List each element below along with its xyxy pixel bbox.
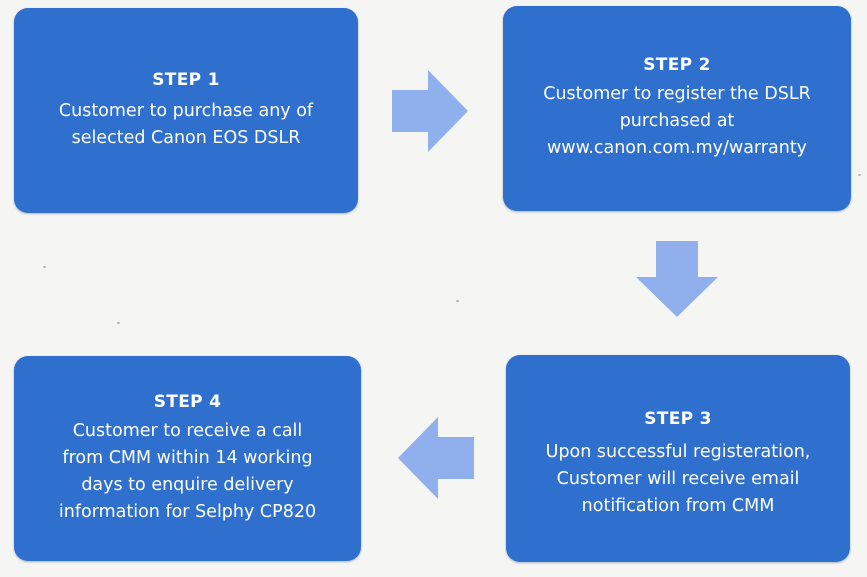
- paper-speck: [858, 174, 861, 176]
- step-2-box: STEP 2 Customer to register the DSLR pur…: [503, 6, 851, 211]
- step-2-title: STEP 2: [643, 55, 711, 75]
- paper-speck: [43, 266, 46, 268]
- step-4-box: STEP 4 Customer to receive a call from C…: [14, 356, 361, 561]
- step-1-box: STEP 1 Customer to purchase any of selec…: [14, 8, 358, 213]
- step-4-text: Customer to receive a call from CMM with…: [58, 420, 317, 522]
- step-1-title: STEP 1: [152, 69, 220, 90]
- step-3-text: Upon successful registeration, Customer …: [545, 442, 811, 516]
- step-3-title: STEP 3: [644, 409, 712, 429]
- paper-speck: [456, 300, 459, 302]
- step-4-title: STEP 4: [153, 391, 222, 412]
- paper-speck: [117, 322, 120, 324]
- arrow-down-icon: [636, 241, 718, 317]
- arrow-left-icon: [398, 417, 474, 499]
- step-2-text: Customer to register the DSLR purchased …: [543, 84, 811, 158]
- arrow-right-icon: [392, 70, 468, 152]
- step-1-text: Customer to purchase any of selected Can…: [58, 100, 314, 148]
- step-3-box: STEP 3 Upon successful registeration, Cu…: [506, 355, 850, 562]
